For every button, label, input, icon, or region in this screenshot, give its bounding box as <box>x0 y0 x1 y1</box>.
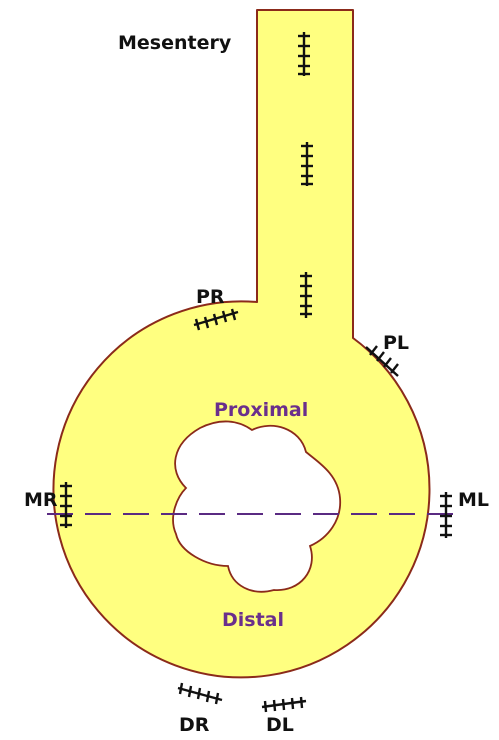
label-distal: Distal <box>222 609 284 631</box>
label-pl: PL <box>383 332 409 354</box>
dr-marks <box>178 683 222 704</box>
ml-marks <box>440 492 452 538</box>
label-ml: ML <box>458 489 489 511</box>
label-mr: MR <box>24 489 58 511</box>
dl-marks <box>262 697 306 712</box>
label-proximal: Proximal <box>214 399 308 421</box>
label-dl: DL <box>266 714 294 736</box>
label-dr: DR <box>179 714 210 736</box>
label-mesentery: Mesentery <box>118 32 232 54</box>
label-pr: PR <box>196 286 225 308</box>
